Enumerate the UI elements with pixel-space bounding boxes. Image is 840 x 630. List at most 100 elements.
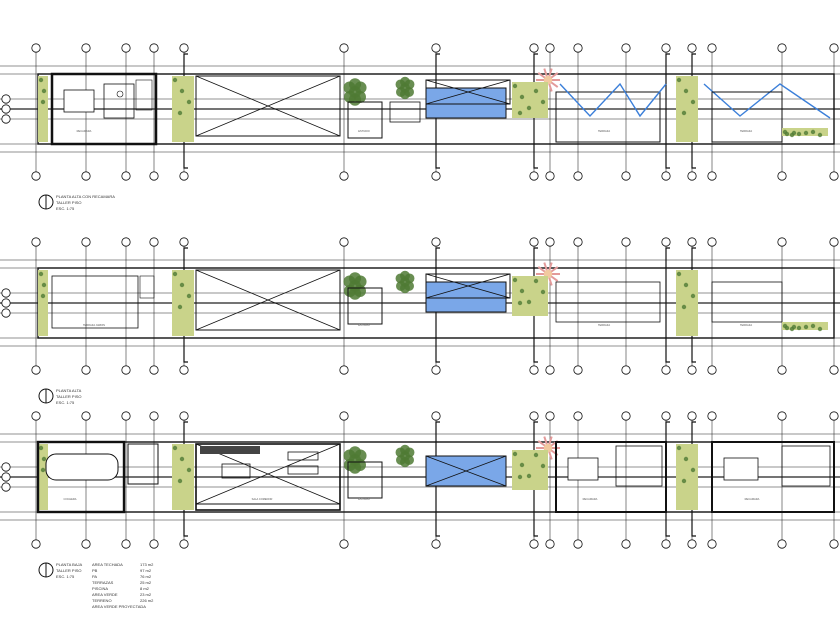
grid-bubble — [829, 539, 839, 549]
grid-bubble — [31, 43, 41, 53]
grid-bubble — [1, 298, 11, 308]
bed — [63, 89, 95, 113]
bedroom-1 — [555, 441, 667, 513]
grid-bubble — [621, 43, 631, 53]
garden-area — [782, 128, 828, 138]
sofa — [287, 451, 319, 461]
grid-bubble — [339, 539, 349, 549]
grid-bubble — [121, 43, 131, 53]
grid-bubble — [81, 237, 91, 247]
grid-bubble — [81, 171, 91, 181]
grid-bubble — [1, 482, 11, 492]
grid-bubble — [661, 411, 671, 421]
tree-symbol — [343, 272, 367, 300]
garden-area — [676, 76, 698, 142]
grid-bubble — [687, 365, 697, 375]
plan-title-line: ESC. 1:75 — [56, 206, 75, 211]
grid-bubble — [339, 237, 349, 247]
garage — [36, 440, 126, 514]
double-height-void — [195, 269, 341, 331]
garden-area — [172, 270, 194, 336]
grid-bubble — [573, 171, 583, 181]
terrace-1 — [555, 91, 661, 143]
grid-bubble — [687, 411, 697, 421]
plan-title-line: TALLER PISO — [56, 568, 82, 573]
grid-bubble — [545, 539, 555, 549]
area-label: AREA VERDE — [92, 592, 118, 597]
grid-bubble — [339, 365, 349, 375]
grid-bubble — [339, 411, 349, 421]
grid-bubble — [31, 539, 41, 549]
grid-bubble — [777, 539, 787, 549]
study-room — [347, 101, 383, 139]
room-label: COCHERA — [64, 497, 77, 501]
grid-bubble — [1, 94, 11, 104]
grid-bubble — [1, 472, 11, 482]
grid-bubble — [707, 539, 717, 549]
grid-bubble — [545, 43, 555, 53]
area-label: AREA TECHADA — [92, 562, 123, 567]
car — [45, 453, 119, 481]
garden-area — [38, 270, 48, 336]
grid-bubble — [661, 365, 671, 375]
room-label: TERRAZA — [598, 129, 610, 133]
grid-bubble — [431, 365, 441, 375]
grid-bubble — [621, 539, 631, 549]
double-height-void — [195, 75, 341, 137]
grid-bubble — [31, 411, 41, 421]
grid-bubble — [179, 411, 189, 421]
tree-symbol — [395, 76, 415, 100]
area-label: PA — [92, 574, 97, 579]
grid-bubble — [777, 411, 787, 421]
grid-bubble — [1, 288, 11, 298]
grid-bubble — [829, 43, 839, 53]
grid-bubble — [545, 411, 555, 421]
grid-bubble — [431, 237, 441, 247]
plan-title-line: ESC. 1:75 — [56, 400, 75, 405]
grid-bubble — [687, 171, 697, 181]
plan-title-line: TALLER PISO — [56, 394, 82, 399]
terrace-2 — [711, 91, 783, 143]
grid-bubble — [687, 237, 697, 247]
grid-bubble — [829, 171, 839, 181]
garden-area — [512, 82, 548, 118]
stair-lines — [559, 82, 667, 118]
grid-bubble — [31, 171, 41, 181]
grid-bubble — [149, 365, 159, 375]
area-label: AREA VERDE PROYECTADA — [92, 604, 146, 609]
area-value: 8 m2 — [140, 586, 150, 591]
area-value: 25 m2 — [140, 580, 152, 585]
grid-bubble — [829, 365, 839, 375]
grid-bubble — [621, 365, 631, 375]
garden-area — [38, 444, 48, 510]
area-value: 226 m2 — [140, 598, 154, 603]
grid-bubble — [149, 237, 159, 247]
grid-bubble — [1, 104, 11, 114]
grid-bubble — [707, 171, 717, 181]
grid-bubble — [545, 171, 555, 181]
grid-bubble — [687, 43, 697, 53]
grid-bubble — [621, 237, 631, 247]
grid-bubble — [707, 411, 717, 421]
grid-bubble — [431, 411, 441, 421]
grid-bubble — [777, 43, 787, 53]
grid-bubble — [81, 365, 91, 375]
area-label: PISCINA — [92, 586, 108, 591]
grid-bubble — [1, 462, 11, 472]
grid-bubble — [777, 171, 787, 181]
area-label: PB — [92, 568, 98, 573]
stair — [127, 443, 159, 485]
garden-area — [512, 450, 548, 490]
sink — [116, 90, 124, 98]
section-bracket — [665, 247, 670, 363]
room-label: TERRAZA — [740, 323, 752, 327]
area-label: TERRAZAS — [92, 580, 114, 585]
void-over-pool — [425, 79, 511, 105]
grid-bubble — [573, 43, 583, 53]
grid-bubble — [829, 237, 839, 247]
grid-bubble — [529, 411, 539, 421]
grid-bubble — [573, 539, 583, 549]
